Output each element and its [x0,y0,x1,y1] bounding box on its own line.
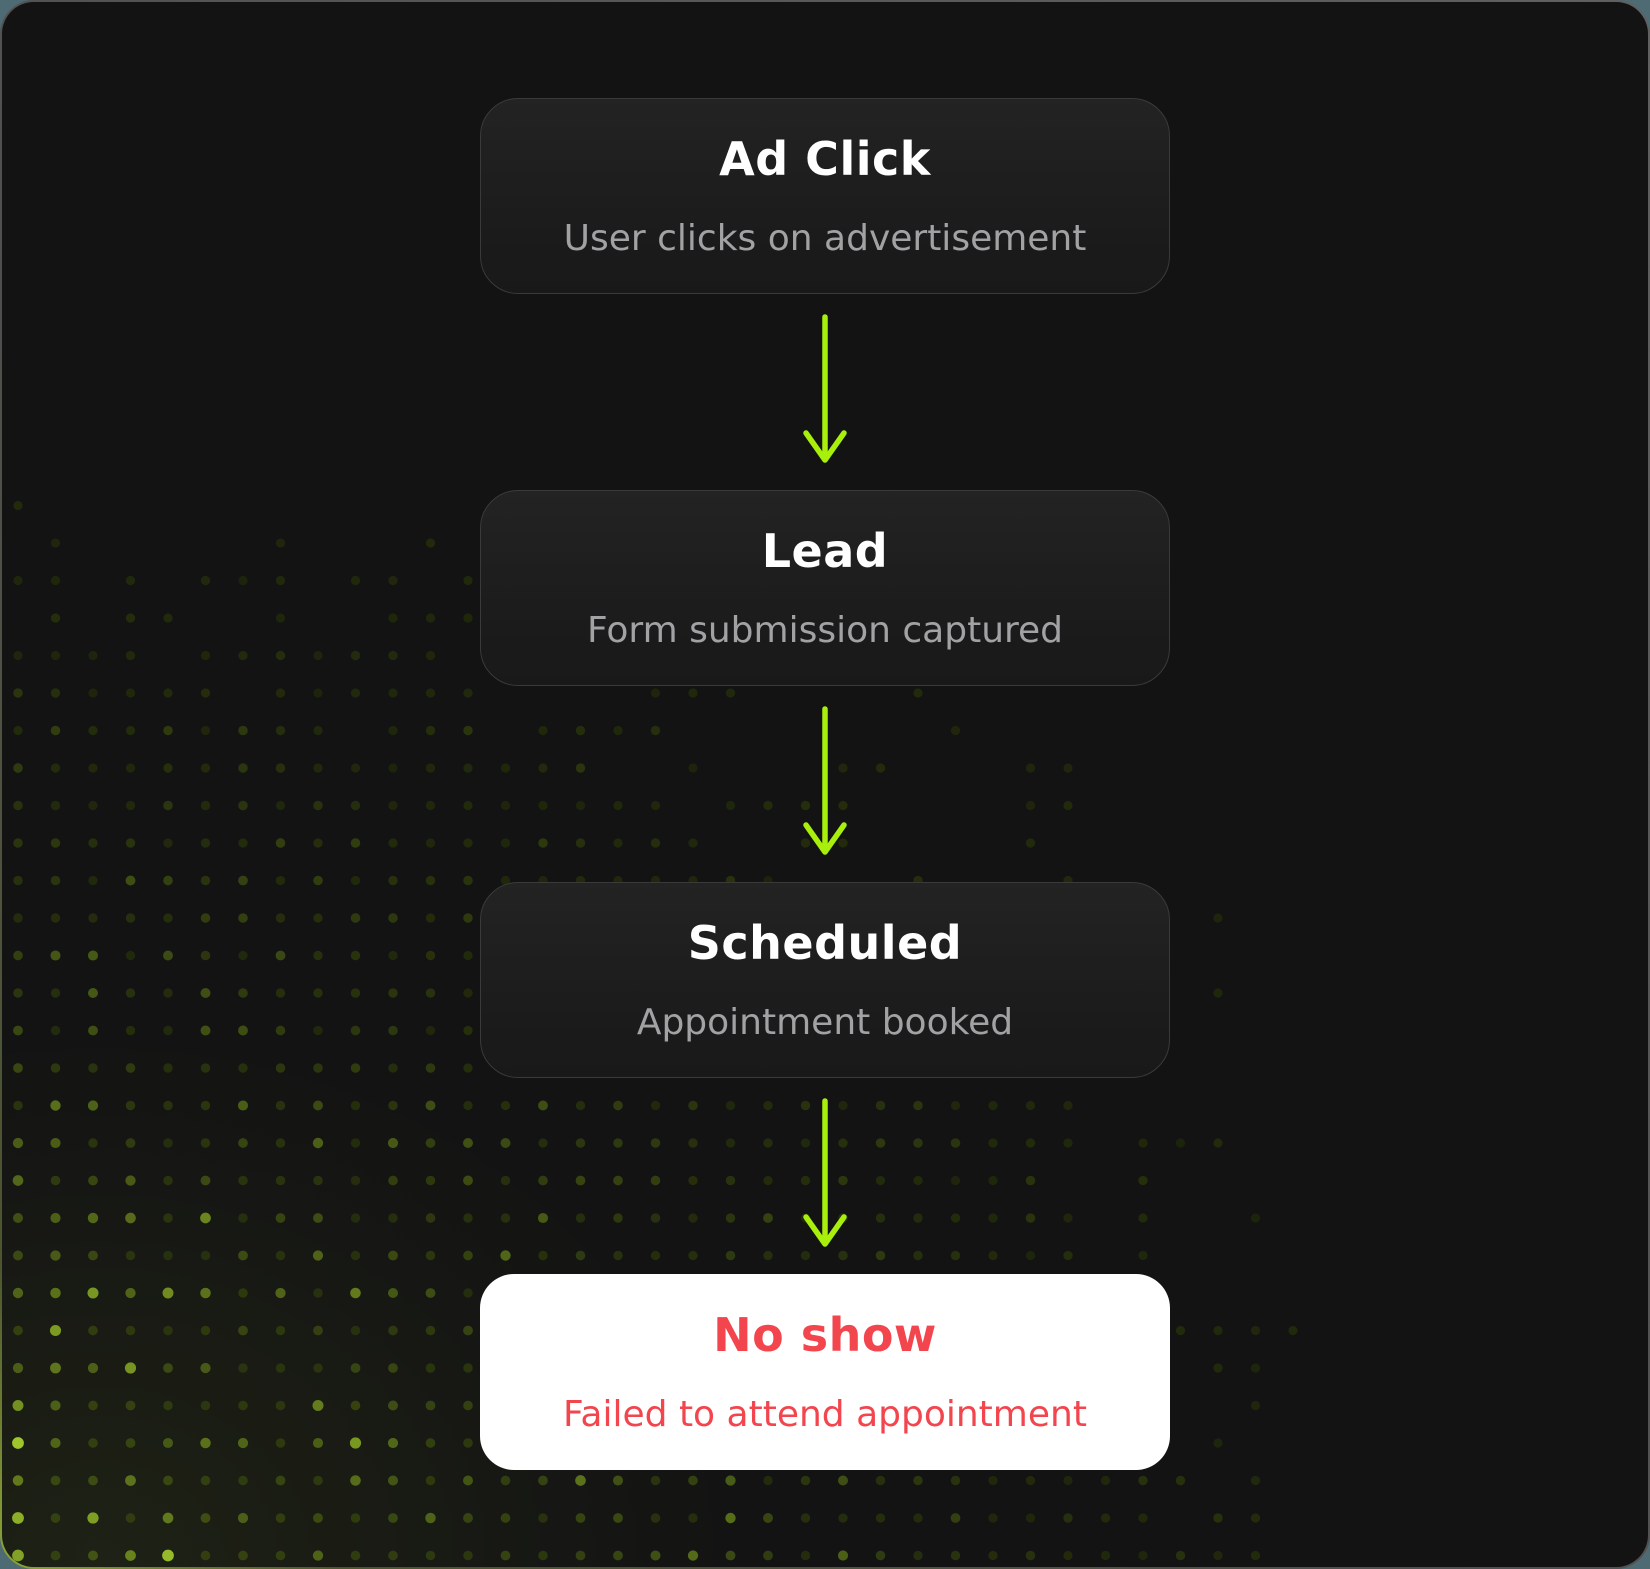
node-subtitle: User clicks on advertisement [563,218,1087,259]
node-title: Lead [761,524,889,578]
flow-node-lead: Lead Form submission captured [480,490,1170,686]
arrow-down-icon [803,1098,847,1247]
node-subtitle: Failed to attend appointment [563,1394,1087,1435]
arrow-down-icon [803,706,847,855]
flow-node-ad-click: Ad Click User clicks on advertisement [480,98,1170,294]
node-title: Scheduled [687,916,963,970]
arrow-down-icon [803,314,847,463]
node-title: No show [713,1308,937,1362]
node-title: Ad Click [719,132,931,186]
node-subtitle: Form submission captured [586,610,1064,651]
node-subtitle: Appointment booked [636,1002,1014,1043]
flow-node-scheduled: Scheduled Appointment booked [480,882,1170,1078]
flow-node-no-show: No show Failed to attend appointment [480,1274,1170,1470]
